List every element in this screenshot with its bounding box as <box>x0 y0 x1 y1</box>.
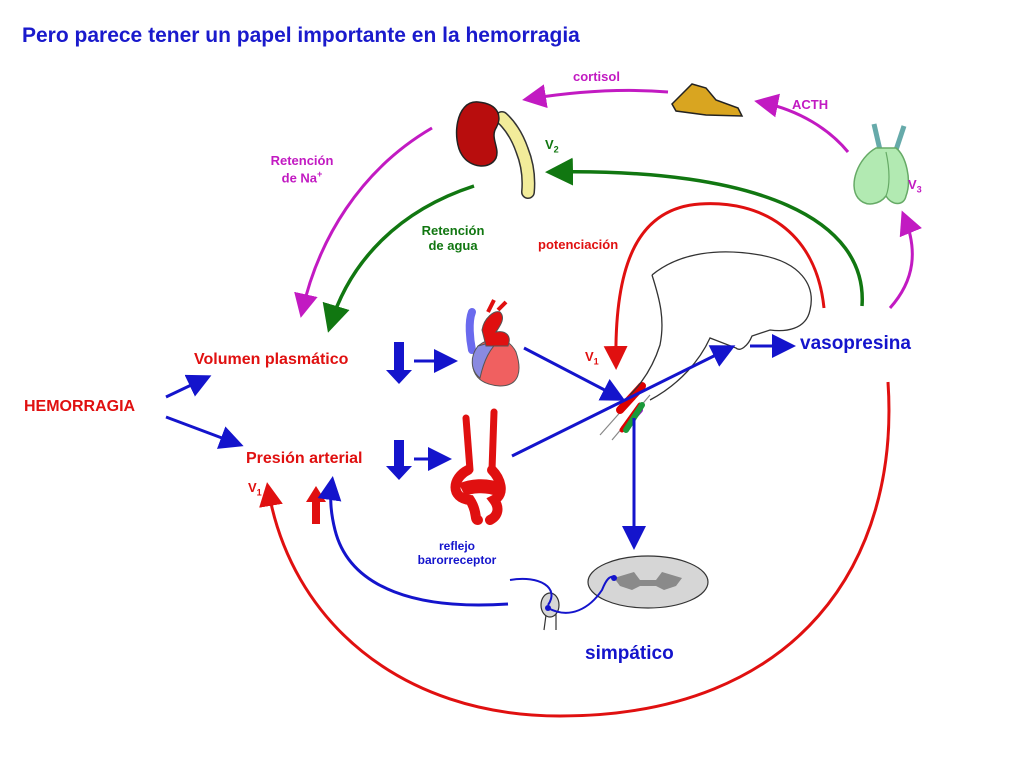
vasopresina-to-pressure-arrow <box>259 381 891 718</box>
v1-pressure-label: V1 <box>248 480 262 498</box>
v2-label: V2 <box>545 137 559 155</box>
presion-label: Presión arterial <box>246 450 363 467</box>
na-retention-arrow <box>294 126 433 318</box>
baroreflex-arrow <box>317 476 509 607</box>
cortisol-to-kidney-arrow <box>522 84 669 109</box>
ganglion-icon <box>509 575 617 631</box>
aorta-to-hypothalamus-arrow <box>511 345 736 458</box>
heart-to-hypothalamus-arrow <box>523 346 626 401</box>
v3-label: V3 <box>908 177 922 195</box>
page-title: Pero parece tener un papel importante en… <box>22 24 580 47</box>
aorta-icon <box>450 408 506 525</box>
vessel-receptor-icon <box>599 382 651 441</box>
adrenal-gland-icon <box>671 83 744 117</box>
potenciacion-label: potenciación <box>538 237 619 252</box>
vasopresina-to-pituitary-arrow <box>888 210 922 309</box>
v2-arrow <box>545 157 864 307</box>
retencion-na-label: Retención de Na+ <box>270 153 334 186</box>
potenciacion-arrow <box>603 202 826 370</box>
hypothalamus-icon <box>629 251 812 401</box>
presion-decrease-arrow <box>386 440 412 480</box>
heart-icon <box>465 299 520 387</box>
pituitary-icon <box>853 123 910 205</box>
retencion-agua-label: Retención de agua <box>421 223 485 253</box>
pressure-increase-arrow <box>312 500 320 524</box>
acth-label: ACTH <box>792 97 829 112</box>
simpatico-label: simpático <box>585 643 674 664</box>
volumen-label: Volumen plasmático <box>194 351 349 368</box>
acth-to-adrenal-arrow <box>754 93 850 153</box>
volumen-decrease-arrow <box>386 342 412 384</box>
water-retention-arrow <box>322 184 475 333</box>
v1-vessel-label: V1 <box>585 349 599 367</box>
hemorragia-label: HEMORRAGIA <box>24 398 136 415</box>
hemorragia-to-volumen-arrow <box>165 374 212 399</box>
spinal-cord-icon <box>587 555 709 609</box>
reflejo-barorreceptor-label: reflejo barorreceptor <box>417 539 497 567</box>
kidney-icon <box>455 101 536 199</box>
hemorragia-to-presion-arrow <box>165 415 244 449</box>
vasopresina-label: vasopresina <box>800 333 911 354</box>
cortisol-label: cortisol <box>573 69 620 84</box>
